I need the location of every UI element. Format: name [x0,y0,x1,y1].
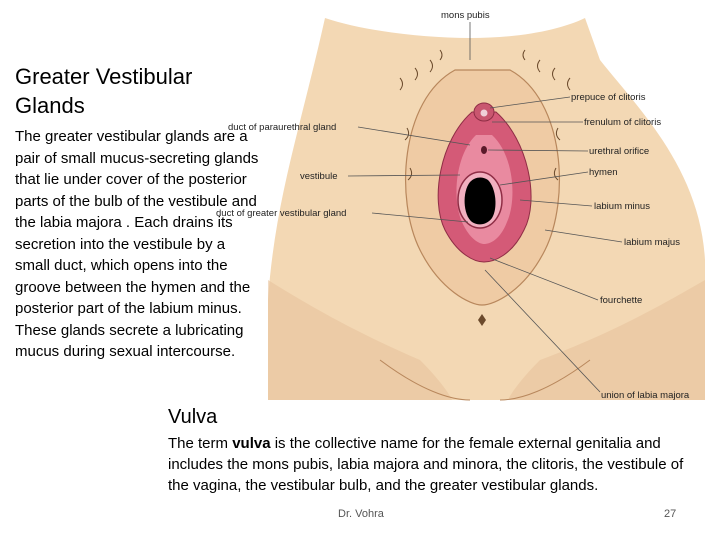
label-labium-minus: labium minus [594,201,650,212]
anus [478,314,486,326]
label-labium-majus: labium majus [624,237,680,248]
buttock-crease-left [379,359,471,401]
label-frenulum-of-clitoris: frenulum of clitoris [584,117,661,128]
vulva-term: vulva [232,435,271,452]
label-duct-of-greater-vestibular-gland: duct of greater vestibular gland [216,208,346,219]
vulva-heading: Vulva [168,406,218,428]
slide-title: Greater Vestibular Glands [15,64,193,118]
vulva-text-pre: The term [168,435,233,452]
label-mons-pubis: mons pubis [441,10,490,21]
label-urethral-orifice: urethral orifice [589,146,649,157]
thigh-shading-left [268,280,452,400]
pubic-hair [399,49,571,181]
vulva-description: The term vulva is the collective name fo… [168,433,698,496]
glands-description: The greater vestibular glands are a pair… [15,128,259,360]
clitoris [480,109,488,117]
urethral-orifice [481,146,487,154]
vaginal-opening [464,177,496,225]
label-vestibule: vestibule [300,171,338,182]
label-prepuce-of-clitoris: prepuce of clitoris [571,92,646,103]
label-duct-of-paraurethral-gland: duct of paraurethral gland [228,122,336,133]
leader-lines [347,22,623,393]
thigh-shading-right [508,280,705,400]
label-union-of-labia-majora: union of labia majora [601,390,690,401]
page-number: 27 [664,508,677,520]
label-hymen: hymen [589,167,618,178]
footer-author: Dr. Vohra [338,508,384,520]
label-fourchette: fourchette [600,295,642,306]
vulva-text-post: is the collective name for the female ex… [168,435,684,494]
